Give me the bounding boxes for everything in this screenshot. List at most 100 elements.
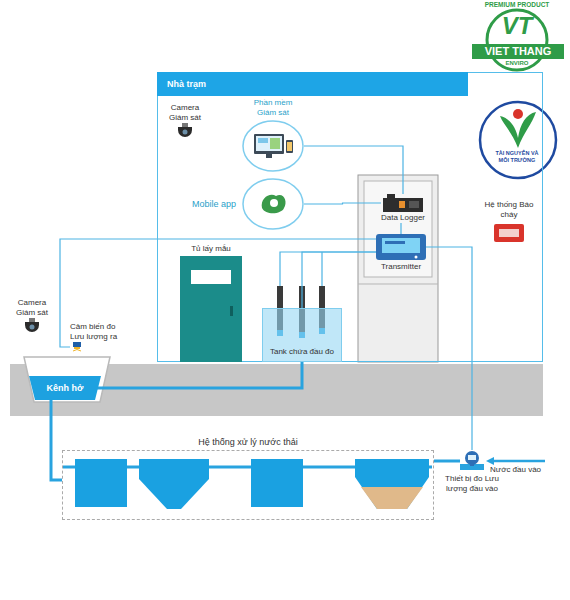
kenh-node: Kênh hở [29,376,101,400]
graphic-part [63,451,432,518]
connector-path [304,146,403,194]
graphic-part [494,224,524,242]
graphic-part [383,198,423,212]
graphic-part [513,109,523,119]
graphic-part [25,322,39,332]
graphic-part [358,284,438,285]
sensor-node: Cảm biến đo Lưu lượng ra [70,322,126,352]
graphic-part [242,120,304,172]
graphic-part [280,252,376,286]
tank-label: Tank chứa đầu đo [270,347,334,361]
logo-or-note-label: ENVIRO [492,60,542,67]
graphic-part [256,136,282,151]
treatment-label: Hệ thống xử lý nước thải [198,437,298,448]
graphic-part [376,234,426,260]
graphic-part [270,199,278,207]
connector-path [426,247,472,450]
graphic-part [364,181,432,277]
connector-path [400,223,401,234]
graphic-part [499,229,519,237]
graphic-part [415,256,418,259]
camera-node: Camera Giám sát [163,103,207,139]
fire-alarm-label: Hệ thống Báo cháy [484,200,534,220]
graphic-part [270,138,280,149]
cabinet-label: Tủ lấy mẫu [191,244,231,254]
graphic-part [178,127,192,137]
graphic-part [287,142,292,151]
treatment-dashed-box [62,450,434,520]
graphic-part [409,201,419,208]
data-logger-label: Data Logger [381,213,425,223]
camera-icon [23,318,41,334]
connector-path [304,203,381,204]
graphic-part [243,179,303,229]
graphic-part [494,224,524,242]
graphic-part [182,123,188,127]
graphic-part [492,460,545,463]
graphic-part [262,195,286,214]
alarm-node: Hệ thống Báo cháy [484,200,534,242]
graphic-part [23,318,41,334]
graphic-part [472,44,564,59]
treat-node: Hệ thống xử lý nước thải [62,437,434,520]
signal-line [304,146,403,194]
mobile-node: Mobile app [192,178,304,230]
graphic-part [183,130,188,135]
graphic-part [75,459,127,507]
graphic-part [385,241,405,244]
cab-node: Tủ lấy mẫu [178,244,244,362]
logo-or-note-label: TÀI NGUYÊN VÀ MÔI TRƯỜNG [495,150,539,164]
graphic-part [73,342,81,347]
station-node: Nhà trạmCamera Giám sát Phần mềm Giám sát… [157,72,543,362]
softw-node: Phần mềm Giám sát [236,98,310,172]
water-pipe [51,400,62,480]
graphic-part [468,455,476,460]
fire-alarm-icon [494,224,524,242]
graphic-part [355,459,429,509]
software-circle [242,120,304,172]
signal-line [401,223,402,234]
graphic-part [29,318,35,322]
flow-meter-label: Thiết bị đo Lưu lượng đầu vào [440,474,504,494]
graphic-part [24,357,110,402]
signal-line [426,247,472,450]
graphic-part [258,138,268,143]
graphic-part [242,178,304,230]
graphic-part [180,256,242,362]
water-pipe [97,362,302,388]
logo-or-note-label: Nước đầu vào [490,465,541,475]
graphic-part [73,350,81,352]
graphic-part [29,376,101,400]
logo-or-note-label: PREMIUM PRODUCT [482,1,552,9]
logger-node: Data Logger [372,194,434,223]
graphic-part [381,194,425,212]
flow-meter-icon [460,450,484,472]
camera-label: Camera Giám sát [10,298,54,318]
graphic-part [251,459,303,507]
connector-path [302,252,376,308]
mobile-app-label: Mobile app [192,199,236,210]
sampler-cabinet [180,256,242,362]
graphic-part [460,464,484,470]
mobile-app-circle [242,178,304,230]
transmitter-device [376,234,426,260]
graphic-part [74,347,80,349]
graphic-part [361,487,423,509]
logo-or-note-label: VIET THANG [472,45,564,58]
graphic-part [399,201,405,208]
graphic-part [480,102,556,178]
water-pipe [434,461,460,462]
signal-line [302,252,376,308]
graphic-part [180,256,242,362]
connector-path [434,460,460,463]
transmitter-label: Transmitter [381,262,421,272]
graphic-part [382,238,420,253]
connector-path [51,400,62,480]
station-title: Nhà trạm [157,72,468,96]
graphic-part [266,154,272,158]
graphic-part [487,10,547,70]
graphic-part [254,134,284,154]
graphic-part [486,457,494,465]
graphic-part [387,194,395,200]
